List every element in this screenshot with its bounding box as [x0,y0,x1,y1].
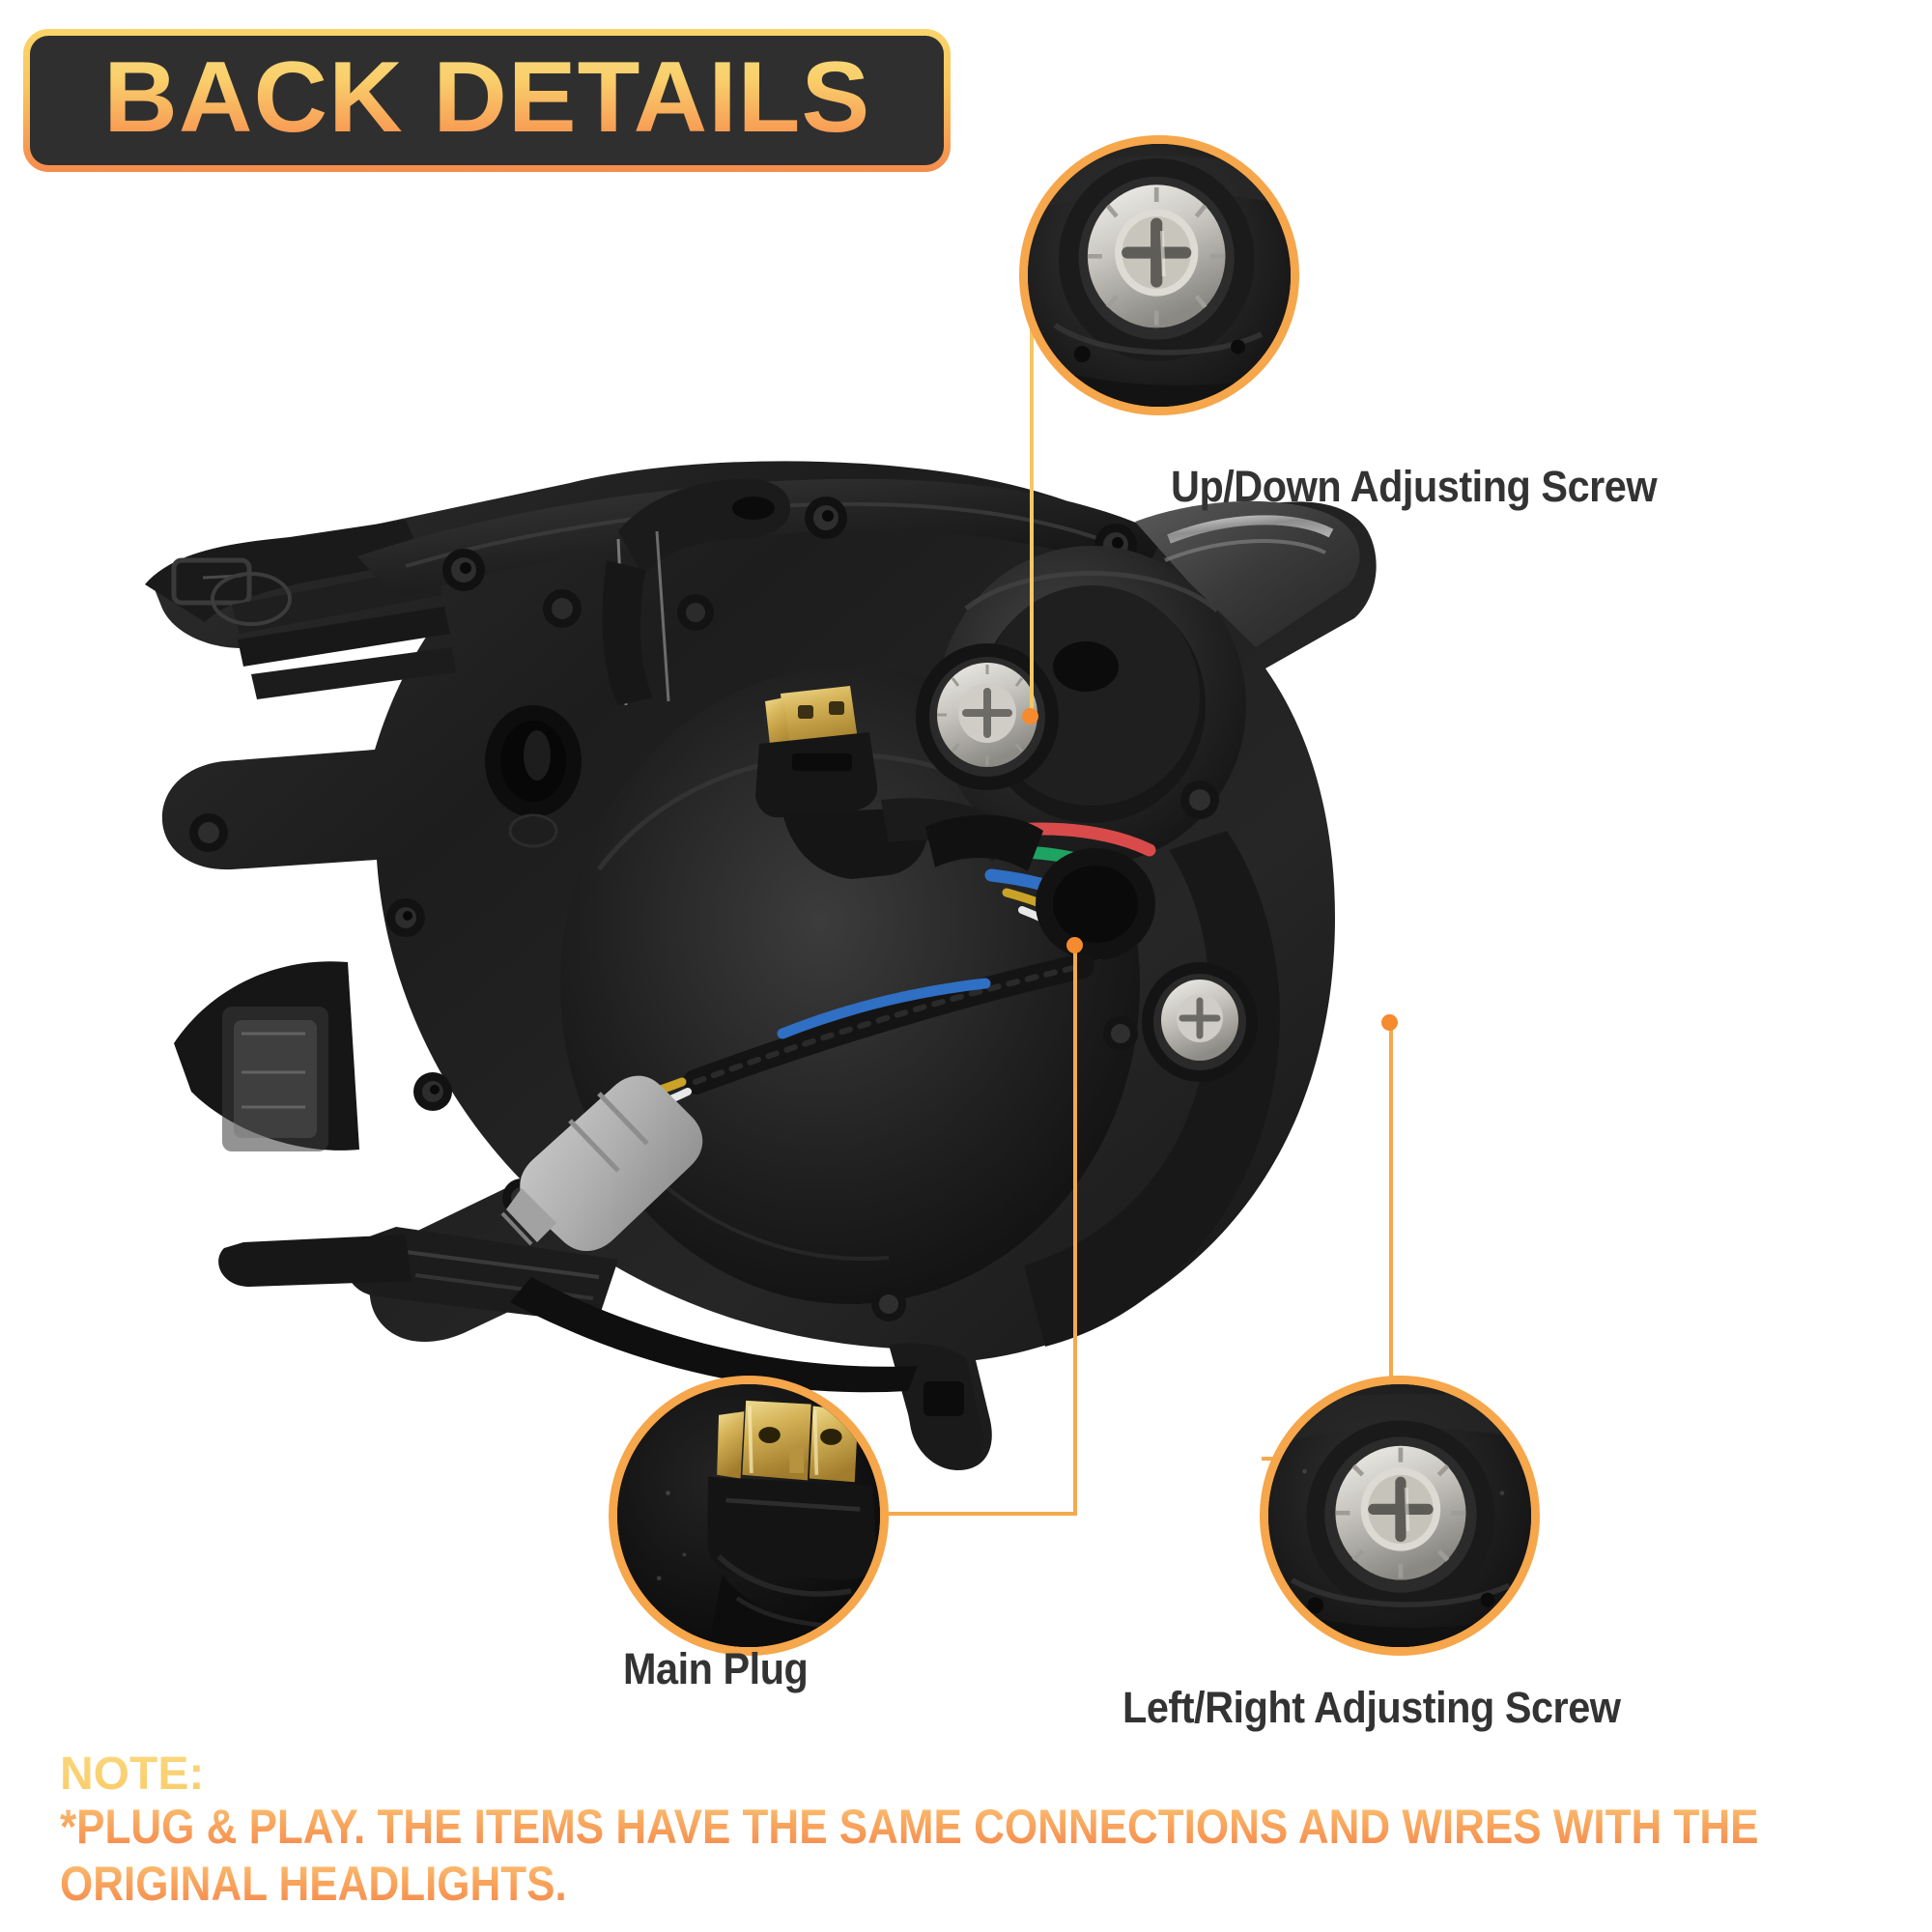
left-right-screw-geometry [1142,962,1258,1082]
note-block: NOTE: *PLUG & PLAY. THE ITEMS HAVE THE S… [60,1749,1876,1913]
leader-line-main-plug-horizontal [874,1512,1077,1516]
leader-line-main-plug-vertical [1073,945,1077,1515]
hotspot-dot-left-right [1381,1014,1398,1031]
note-heading: NOTE: [60,1749,1876,1799]
note-line-2: ORIGINAL HEADLIGHTS. [60,1856,1870,1913]
hotspot-dot-main-plug [1066,937,1083,953]
callout-label-up-down-adjusting-screw: Up/Down Adjusting Screw [1171,462,1658,511]
note-line-1: *PLUG & PLAY. THE ITEMS HAVE THE SAME CO… [60,1799,1870,1856]
callout-circle-up-down-adjusting-screw [1019,135,1299,415]
up-down-screw-geometry [916,643,1059,790]
callout-circle-main-plug [609,1376,889,1656]
callout-label-left-right-adjusting-screw: Left/Right Adjusting Screw [1122,1683,1621,1732]
gray-connector-geometry [500,1075,703,1252]
callout-circle-left-right-adjusting-screw [1260,1376,1540,1656]
headlight-housing-image [116,415,1410,1604]
leader-line-up-down-vertical [1030,295,1034,717]
back-details-title-badge: BACK DETAILS [23,29,951,172]
page-title: BACK DETAILS [102,42,871,154]
leader-line-left-right-vertical [1389,1024,1393,1461]
callout-label-main-plug: Main Plug [623,1644,809,1693]
wire-harness [613,814,1156,1115]
hotspot-dot-up-down [1022,708,1038,724]
